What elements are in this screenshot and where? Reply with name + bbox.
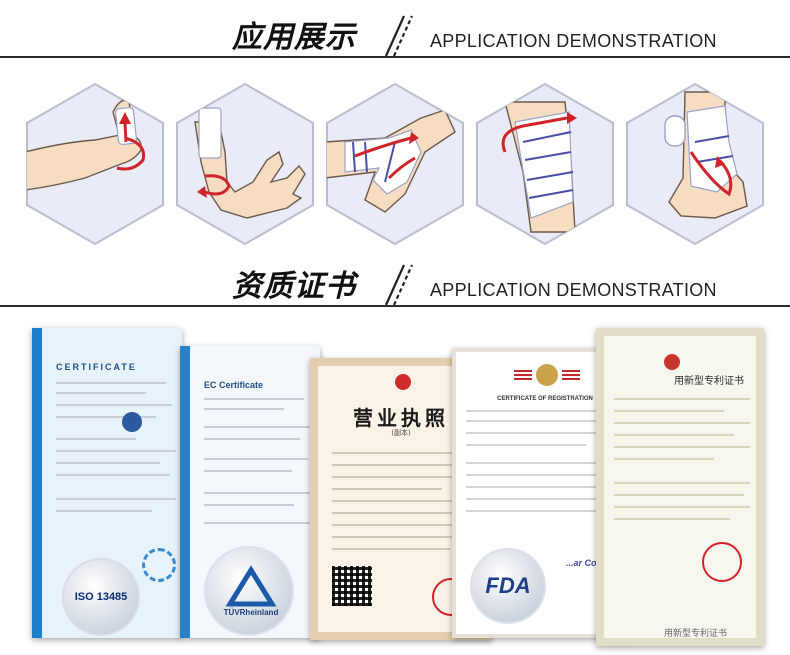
certificate-iso-title: CERTIFICATE (56, 362, 137, 372)
illustration-ankle-wrap (625, 82, 765, 246)
red-seal-icon (702, 542, 742, 582)
eagle-emblem-icon (536, 364, 558, 386)
section-header-certificates: 资质证书 APPLICATION DEMONSTRATION (0, 255, 790, 315)
fda-badge-label: FDA (485, 573, 531, 598)
patent-footer-title: 用新型专利证书 (664, 629, 728, 639)
national-emblem-icon (395, 374, 411, 390)
license-title: 营业执照 (353, 406, 449, 430)
patent-title: 用新型专利证书 (674, 376, 744, 387)
illustration-finger-wrap (25, 82, 165, 246)
patent-office-emblem-icon (664, 354, 680, 370)
slash-decoration-icon (384, 15, 414, 57)
slash-decoration-icon (384, 264, 414, 306)
accreditation-seal-icon (142, 548, 176, 582)
certificates-collage: CERTIFICATE ISO 13485 EC Certificate (0, 320, 790, 655)
illustration-wrist-wrap (175, 82, 315, 246)
illustration-elbow-wrap (325, 82, 465, 246)
flag-icon (562, 368, 580, 380)
iso-badge-label: ISO 13485 (74, 591, 128, 603)
section-title-cn: 资质证书 (232, 269, 356, 304)
section-divider (0, 56, 790, 58)
tuv-seal-icon (122, 412, 142, 432)
flag-icon (514, 368, 532, 380)
illustration-knee-wrap (475, 82, 615, 246)
license-subtitle: (副本) (391, 429, 411, 437)
fda-badge: FDA (470, 548, 546, 624)
certificate-iso: CERTIFICATE ISO 13485 (32, 328, 182, 638)
section-title-en: APPLICATION DEMONSTRATION (430, 31, 717, 51)
tuv-badge: TÜVRheinland (204, 546, 294, 636)
certificate-ec: EC Certificate TÜVRheinland (180, 346, 320, 638)
tuv-triangle-icon (225, 565, 277, 607)
section-title-cn: 应用展示 (232, 20, 356, 55)
application-illustrations (0, 82, 790, 252)
tuv-badge-label: TÜVRheinland (223, 608, 279, 617)
section-title-en: APPLICATION DEMONSTRATION (430, 280, 717, 300)
qr-code-icon (332, 566, 372, 606)
certificate-ec-title: EC Certificate (204, 380, 264, 390)
fda-certificate-title: CERTIFICATE OF REGISTRATION (497, 396, 593, 402)
section-divider (0, 305, 790, 307)
iso-badge: ISO 13485 (62, 558, 140, 636)
section-header-application: 应用展示 APPLICATION DEMONSTRATION (0, 6, 790, 66)
fda-corp-label: ...ar Corp (566, 558, 606, 568)
certificate-patent: 用新型专利证书 用新型专利证书 (596, 328, 764, 646)
